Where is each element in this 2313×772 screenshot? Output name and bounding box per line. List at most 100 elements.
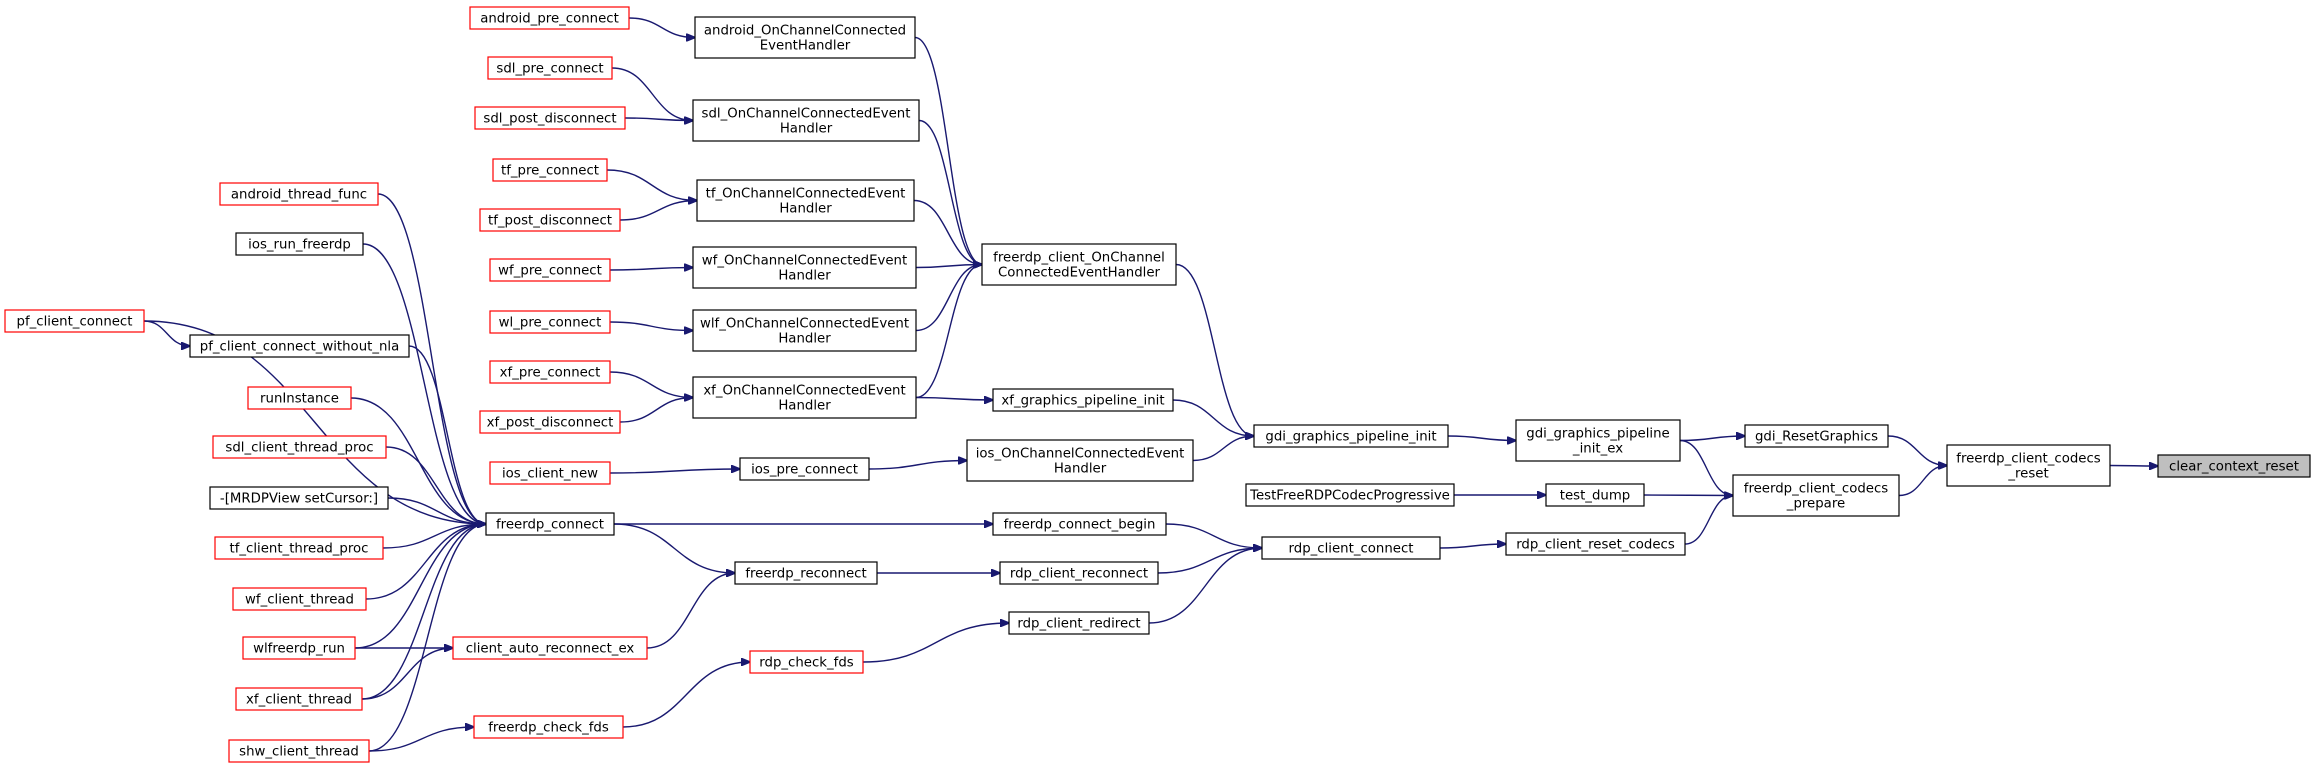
edge-arrow	[2109, 466, 2158, 467]
node-label: android_pre_connect	[480, 12, 619, 27]
node-mrdpview-setcursor[interactable]: -[MRDPView setCursor:]	[209, 486, 389, 510]
edge-arrow	[1439, 544, 1506, 549]
node-wlfreerdp-run[interactable]: wlfreerdp_run	[242, 636, 356, 660]
node-label: Handler	[779, 202, 832, 217]
edge-arrow	[918, 119, 982, 265]
node-rdp-client-connect[interactable]: rdp_client_connect	[1261, 536, 1441, 560]
node-tf-post-disconnect[interactable]: tf_post_disconnect	[479, 208, 621, 232]
node-label: android_OnChannelConnected	[704, 24, 906, 39]
node-rdp-client-reconnect[interactable]: rdp_client_reconnect	[999, 561, 1159, 585]
node-ios-client-new[interactable]: ios_client_new	[489, 461, 611, 485]
node-freerdp-client-codecs-prepare[interactable]: freerdp_client_codecs_prepare	[1732, 474, 1900, 517]
node-gdi-graphics-pipeline-init[interactable]: gdi_graphics_pipeline_init	[1253, 424, 1449, 448]
edge-arrow	[914, 36, 982, 265]
node-label: tf_client_thread_proc	[229, 542, 368, 557]
node-label: sdl_post_disconnect	[483, 112, 616, 127]
node-freerdp-connect[interactable]: freerdp_connect	[485, 512, 615, 536]
node-sdl-pre-connect[interactable]: sdl_pre_connect	[487, 56, 613, 80]
edge-arrow	[377, 193, 486, 524]
node-xf-graphics-pipeline-init[interactable]: xf_graphics_pipeline_init	[992, 388, 1174, 412]
node-label: rdp_client_redirect	[1017, 617, 1140, 632]
node-label: wf_pre_connect	[498, 264, 602, 279]
node-xf-client-thread[interactable]: xf_client_thread	[235, 687, 363, 711]
nodes-layer: clear_context_reset freerdp_client_codecs…	[4, 6, 2311, 763]
node-clear-context-reset[interactable]: clear_context_reset	[2157, 454, 2311, 478]
node-runinstance[interactable]: runInstance	[247, 386, 352, 410]
node-label: wf_OnChannelConnectedEvent	[702, 254, 907, 269]
node-sdl-client-thread-proc[interactable]: sdl_client_thread_proc	[212, 435, 387, 459]
node-freerdp-client-onchannelconnectedeventhandler[interactable]: freerdp_client_OnChannelConnectedEventHa…	[981, 243, 1177, 286]
node-label: _init_ex	[1572, 442, 1623, 457]
edge-arrow	[609, 371, 693, 398]
edge-arrow	[1192, 436, 1254, 462]
node-label: gdi_graphics_pipeline_init	[1265, 430, 1436, 445]
node-pf-client-connect[interactable]: pf_client_connect	[4, 309, 145, 333]
node-wf-client-thread[interactable]: wf_client_thread	[232, 587, 367, 611]
node-label: TestFreeRDPCodecProgressive	[1249, 489, 1450, 504]
node-sdl-post-disconnect[interactable]: sdl_post_disconnect	[474, 106, 626, 130]
node-testfreerdpcodecprogressive[interactable]: TestFreeRDPCodecProgressive	[1245, 483, 1455, 507]
node-pf-client-connect-without-nla[interactable]: pf_client_connect_without_nla	[189, 334, 410, 358]
node-label: wlfreerdp_run	[253, 642, 345, 657]
node-label: ios_client_new	[502, 467, 598, 482]
edge-arrow	[1175, 263, 1254, 437]
edge-arrow	[613, 523, 735, 573]
node-label: sdl_client_thread_proc	[225, 441, 373, 456]
node-label: xf_OnChannelConnectedEvent	[703, 384, 905, 399]
edge-arrow	[609, 321, 693, 331]
edge-arrow	[1165, 523, 1262, 548]
node-label: xf_graphics_pipeline_init	[1001, 394, 1164, 409]
node-rdp-client-reset-codecs[interactable]: rdp_client_reset_codecs	[1505, 532, 1686, 556]
node-wl-pre-connect[interactable]: wl_pre_connect	[489, 310, 611, 334]
edge-arrow	[1157, 548, 1262, 574]
node-gdi-graphics-pipeline-init-ex[interactable]: gdi_graphics_pipeline_init_ex	[1515, 419, 1681, 462]
node-label: sdl_pre_connect	[496, 62, 603, 77]
edge-arrow	[609, 469, 740, 474]
node-freerdp-connect-begin[interactable]: freerdp_connect_begin	[992, 512, 1167, 536]
node-label: ios_OnChannelConnectedEvent	[976, 447, 1185, 462]
node-gdi-resetgraphics[interactable]: gdi_ResetGraphics	[1744, 424, 1889, 448]
node-label: freerdp_client_OnChannel	[993, 251, 1165, 266]
edge-arrow	[368, 524, 486, 752]
node-rdp-check-fds[interactable]: rdp_check_fds	[749, 650, 864, 674]
node-shw-client-thread[interactable]: shw_client_thread	[228, 739, 370, 763]
node-xf-post-disconnect[interactable]: xf_post_disconnect	[479, 410, 621, 434]
edge-arrow	[1887, 435, 1947, 466]
node-android-thread-func[interactable]: android_thread_func	[219, 182, 379, 206]
node-label: xf_post_disconnect	[487, 416, 614, 431]
edge-arrow	[385, 446, 486, 524]
node-wf-pre-connect[interactable]: wf_pre_connect	[489, 258, 611, 282]
node-rdp-client-redirect[interactable]: rdp_client_redirect	[1008, 611, 1150, 635]
node-label: xf_client_thread	[246, 693, 352, 708]
node-label: xf_pre_connect	[500, 366, 601, 381]
node-label: android_thread_func	[231, 188, 367, 203]
node-ios-pre-connect[interactable]: ios_pre_connect	[739, 457, 870, 481]
node-label: freerdp_client_codecs	[1744, 482, 1889, 497]
edge-arrow	[915, 398, 993, 401]
node-android-pre-connect[interactable]: android_pre_connect	[469, 6, 630, 30]
node-freerdp-client-codecs-reset[interactable]: freerdp_client_codecs_reset	[1946, 444, 2111, 487]
node-label: client_auto_reconnect_ex	[466, 642, 635, 657]
node-ios-run-freerdp[interactable]: ios_run_freerdp	[235, 232, 364, 256]
node-client-auto-reconnect-ex[interactable]: client_auto_reconnect_ex	[452, 636, 648, 660]
edge-arrow	[1679, 436, 1745, 442]
edge-arrow	[1898, 466, 1947, 497]
edge-arrow	[368, 727, 474, 752]
edge-arrow	[619, 201, 697, 221]
node-xf-pre-connect[interactable]: xf_pre_connect	[489, 360, 611, 384]
node-tf-client-thread-proc[interactable]: tf_client_thread_proc	[214, 536, 384, 560]
node-label: Handler	[778, 332, 831, 347]
node-freerdp-check-fds[interactable]: freerdp_check_fds	[473, 715, 624, 739]
node-tf-pre-connect[interactable]: tf_pre_connect	[492, 158, 608, 182]
edge-arrow	[624, 118, 693, 121]
node-test-dump[interactable]: test_dump	[1545, 483, 1645, 507]
node-freerdp-reconnect[interactable]: freerdp_reconnect	[734, 561, 878, 585]
node-label: runInstance	[260, 392, 339, 407]
